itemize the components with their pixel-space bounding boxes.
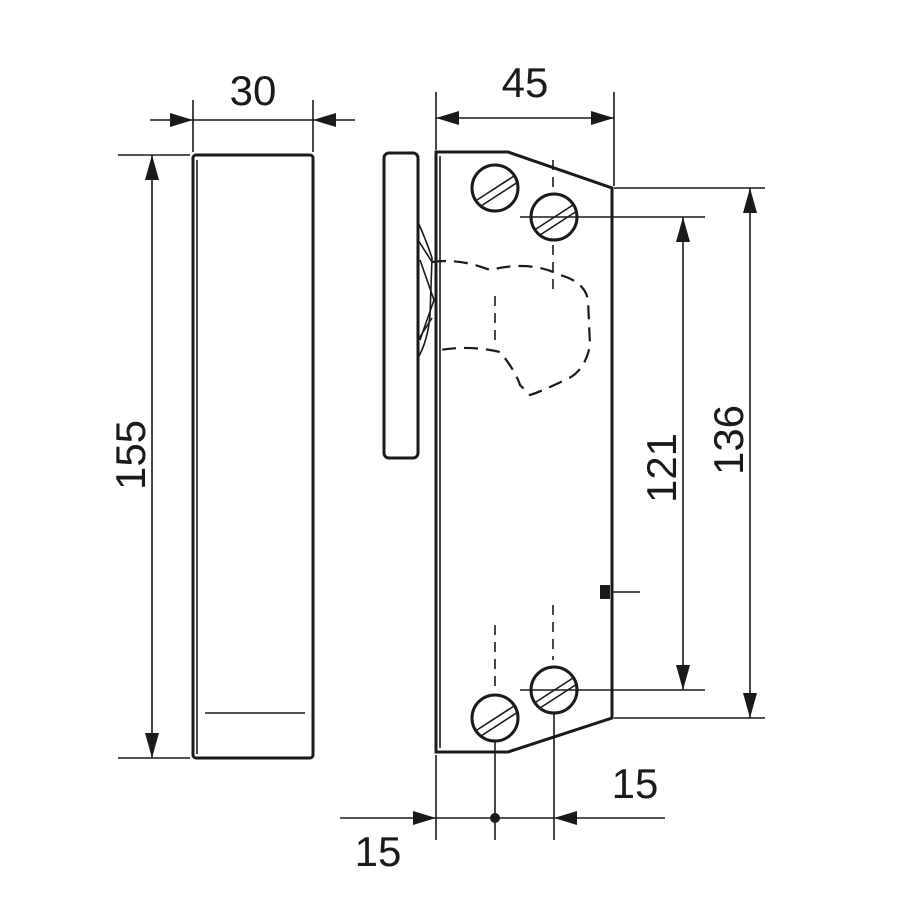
dimension-45: 45	[435, 59, 615, 186]
arrow-head	[743, 188, 757, 213]
dimension-121: 121	[520, 216, 705, 691]
dimension-15-bottom: 15 15	[340, 714, 665, 875]
dimension-label-121: 121	[638, 433, 685, 503]
arrow-head	[145, 733, 159, 758]
dimension-30: 30	[150, 67, 355, 152]
strike-plate	[382, 151, 420, 460]
arrow-head	[436, 111, 459, 125]
dimension-136: 136	[614, 187, 765, 719]
arrow-head	[145, 155, 159, 180]
dimension-label-155: 155	[107, 420, 154, 490]
dimension-label-45: 45	[502, 59, 549, 106]
arrow-head	[743, 693, 757, 718]
hidden-hook-outline	[431, 259, 592, 397]
dimension-label-15-right: 15	[612, 760, 659, 807]
dimension-label-15-left: 15	[355, 828, 402, 875]
arrow-head	[676, 217, 690, 242]
hook-neck	[417, 221, 433, 359]
screw-bottom-left	[470, 693, 520, 743]
edge-marker	[600, 585, 610, 599]
dimension-label-136: 136	[705, 405, 752, 475]
hook-neck-inner	[417, 239, 435, 341]
arrow-head	[170, 113, 193, 127]
latch-body-outline	[434, 150, 614, 754]
dimension-label-30: 30	[230, 67, 277, 114]
dimension-155: 155	[107, 154, 190, 759]
arrow-head	[591, 111, 614, 125]
arrow-head	[413, 811, 436, 825]
left-block-outline	[191, 153, 315, 760]
arrow-head	[313, 113, 336, 127]
dimension-dot	[490, 813, 500, 823]
screw-top-left	[470, 163, 520, 213]
right-latch-view	[382, 150, 640, 754]
arrow-head	[676, 665, 690, 690]
arrow-head	[554, 811, 577, 825]
left-block-view	[191, 153, 315, 760]
